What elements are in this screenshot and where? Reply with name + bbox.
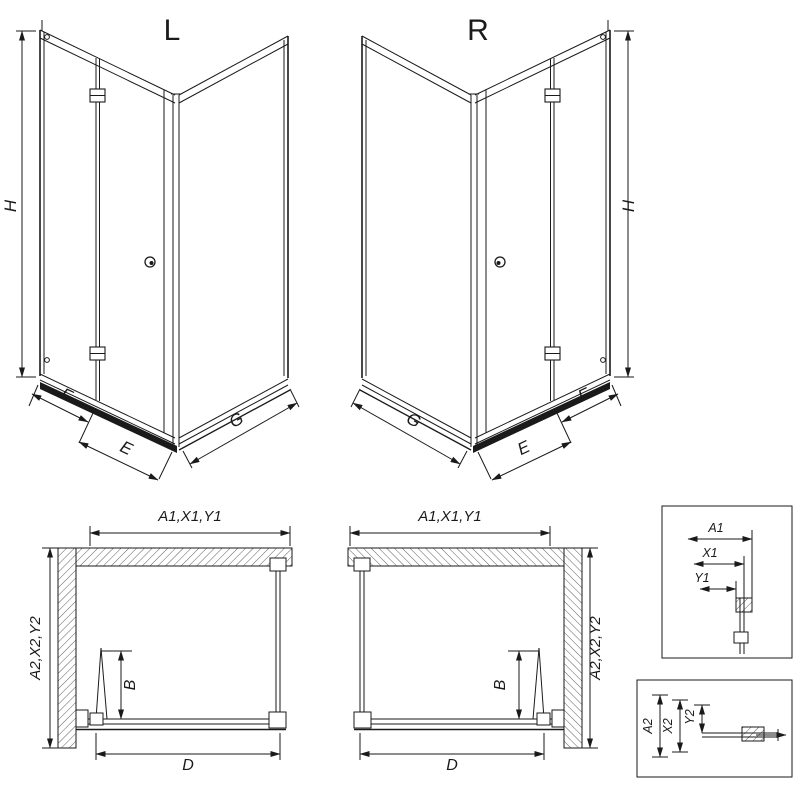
plan-left-side-dim-label: A2,X2,Y2 [27,616,44,681]
plan-right-bottom-dim-label: D [446,757,458,774]
plan-right-side-dim-label: A2,X2,Y2 [587,616,604,681]
e-dim-label-left: E [117,437,136,459]
plan-left-fold-dim-label: B [122,679,139,690]
detail-x2-label: X2 [661,718,675,734]
detail-bottom-frame [636,679,793,778]
plan-right-top-dim-label: A1,X1,Y1 [417,508,481,525]
g-dim-label-right: G [403,409,424,432]
variant-label-left: L [164,14,181,47]
detail-a1-label: A1 [707,521,723,535]
height-dim-label-right: H [619,199,638,212]
detail-x1-label: X1 [701,546,717,560]
plan-right-fold-dim-label: B [492,679,509,690]
detail-y2-label: Y2 [683,709,697,724]
variant-label-right: R [467,14,489,47]
detail-y1-label: Y1 [694,571,709,585]
front-view-right [351,20,634,480]
front-view-left [16,20,299,480]
height-dim-label-left: H [1,199,20,212]
detail-box-bottom [636,679,793,778]
e-dim-label-right: E [514,437,533,459]
plan-view-right [348,526,598,760]
plan-left-bottom-dim-label: D [182,757,194,774]
g-dim-label-left: G [226,409,247,432]
detail-box-top [661,505,793,659]
detail-top-frame [661,505,793,659]
plan-view-left [42,526,292,760]
labels: L H F E G R H F E G A1,X1,Y1 A2,X2,Y2 B … [1,14,724,774]
detail-a2-label: A2 [641,718,655,734]
plan-left-top-dim-label: A1,X1,Y1 [157,508,221,525]
